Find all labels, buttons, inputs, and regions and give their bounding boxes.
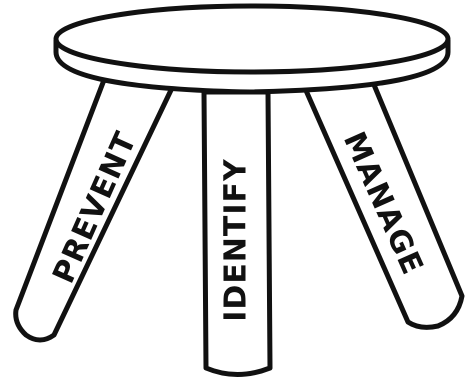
leg-identify: IDENTIFY	[204, 92, 270, 375]
stool-seat	[56, 6, 448, 92]
leg-manage: MANAGE	[304, 80, 462, 327]
leg-identify-label: IDENTIFY	[219, 158, 254, 322]
seat-top	[56, 6, 448, 72]
leg-prevent: PREVENT	[16, 80, 172, 340]
